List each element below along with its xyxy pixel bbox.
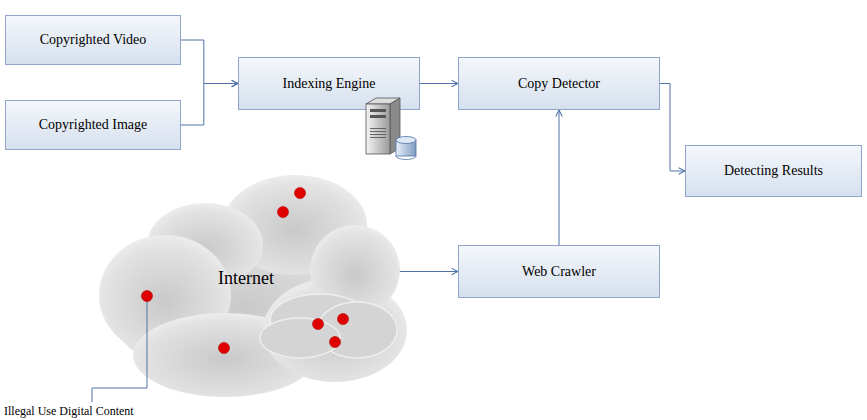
red-dot (295, 188, 306, 199)
process-box: Copy Detector (458, 57, 660, 110)
red-dot (142, 291, 153, 302)
arrow-connector (181, 84, 238, 126)
box-label: Copyrighted Image (39, 117, 147, 133)
red-dot (278, 207, 289, 218)
arrow-connector (660, 84, 685, 172)
source-box: Copyrighted Image (5, 100, 181, 150)
red-dot (338, 314, 349, 325)
box-label: Copyrighted Video (40, 32, 147, 48)
red-dot (219, 343, 230, 354)
callout-label: Illegal Use Digital Content (4, 404, 134, 419)
arrow-connector (181, 40, 238, 84)
box-label: Copy Detector (518, 76, 600, 92)
leader-line (92, 300, 147, 402)
result-box: Detecting Results (685, 145, 862, 197)
box-label: Web Crawler (522, 264, 596, 280)
arrow-connector (559, 110, 560, 245)
red-dot (313, 319, 324, 330)
cloud-label: Internet (218, 268, 274, 289)
arrow-connector (420, 83, 458, 84)
box-label: Detecting Results (724, 163, 823, 179)
server-icon (362, 96, 418, 162)
internet-cloud: Internet (95, 170, 410, 400)
red-dot (330, 337, 341, 348)
box-label: Indexing Engine (283, 76, 376, 92)
source-box: Copyrighted Video (5, 15, 181, 65)
process-box: Web Crawler (458, 245, 660, 298)
